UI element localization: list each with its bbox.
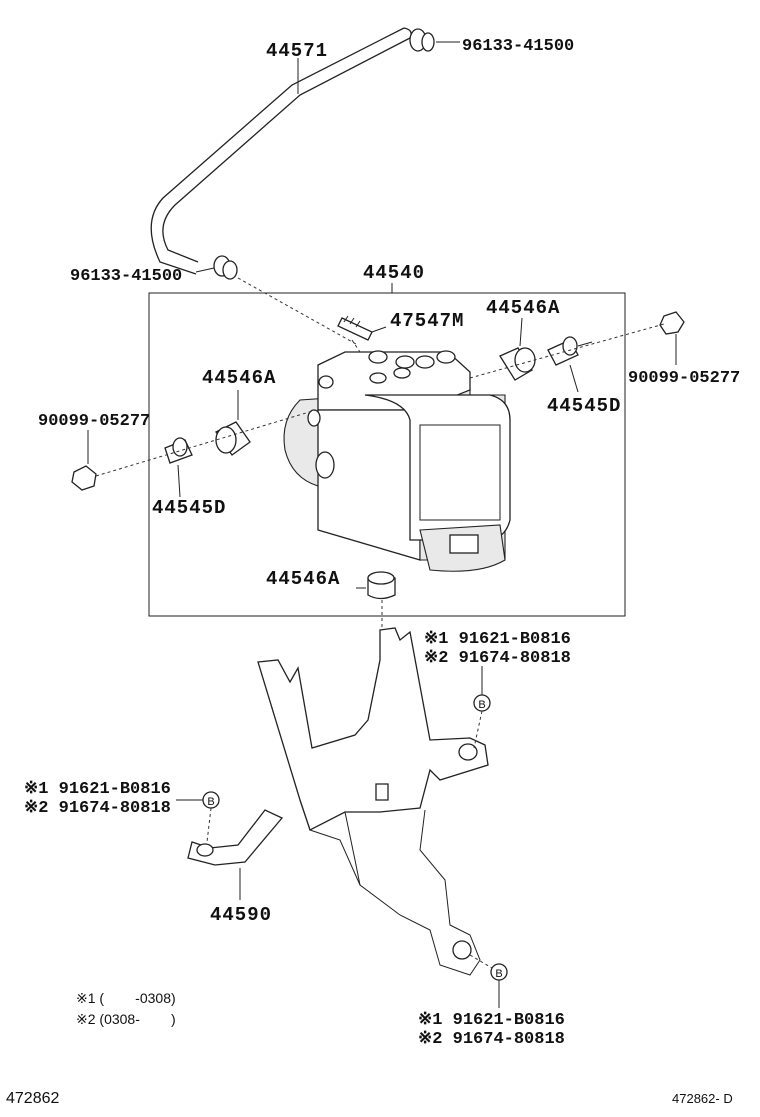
leader-hose-to-actuator <box>237 277 357 345</box>
label-hose: 44571 <box>266 40 328 62</box>
footer-left-id: 472862 <box>6 1090 59 1107</box>
actuator-assy-box <box>148 292 626 617</box>
hose-44571 <box>150 27 412 275</box>
brake-actuator-body <box>283 350 511 572</box>
callout-b-left-letter: B <box>207 796 214 808</box>
clamp-left <box>195 255 238 280</box>
label-actuator-assy: 44540 <box>363 262 425 284</box>
collar-left <box>164 437 193 498</box>
clamp-top <box>409 28 460 52</box>
bracket-44590 <box>187 627 489 976</box>
bolt-group-left-line2: ※2 91674-80818 <box>24 799 171 818</box>
callout-b-left: B <box>176 791 220 843</box>
label-bleeder: 47547M <box>390 310 464 332</box>
note-2: ※2 (0308- ) <box>76 1011 176 1027</box>
callout-b-bottom-letter: B <box>495 968 502 980</box>
label-bolt-right: 90099-05277 <box>628 369 740 388</box>
bolt-right <box>659 311 685 365</box>
callout-b-top: B <box>473 666 491 749</box>
bolt-group-top-line2: ※2 91674-80818 <box>424 649 571 668</box>
cushion-bottom <box>356 571 396 600</box>
label-bolt-left: 90099-05277 <box>38 412 150 431</box>
bolt-group-top-line1: ※1 91621-B0816 <box>424 630 571 649</box>
bolt-group-bottom-line1: ※1 91621-B0816 <box>418 1011 565 1030</box>
bleeder-plug <box>337 315 387 353</box>
callout-b-top-letter: B <box>478 699 485 711</box>
note-1: ※1 ( -0308) <box>76 990 176 1006</box>
label-clamp-top: 96133-41500 <box>462 37 574 56</box>
label-clamp-left: 96133-41500 <box>70 267 182 286</box>
label-collar-left: 44545D <box>152 497 226 519</box>
label-cushion-bottom: 44546A <box>266 568 340 590</box>
label-bracket: 44590 <box>210 904 272 926</box>
leader-left-axis <box>95 409 317 477</box>
bolt-group-bottom-line2: ※2 91674-80818 <box>418 1030 565 1049</box>
callout-b-bottom: B <box>469 954 508 1008</box>
label-cushion-right: 44546A <box>486 297 560 319</box>
label-collar-right: 44545D <box>547 395 621 417</box>
bolt-group-left-line1: ※1 91621-B0816 <box>24 780 171 799</box>
footer-right-id: 472862- D <box>672 1091 733 1106</box>
bolt-left <box>71 430 97 491</box>
cushion-left <box>215 390 251 456</box>
cushion-right <box>499 317 536 381</box>
collar-right <box>547 336 593 393</box>
label-cushion-left: 44546A <box>202 367 276 389</box>
